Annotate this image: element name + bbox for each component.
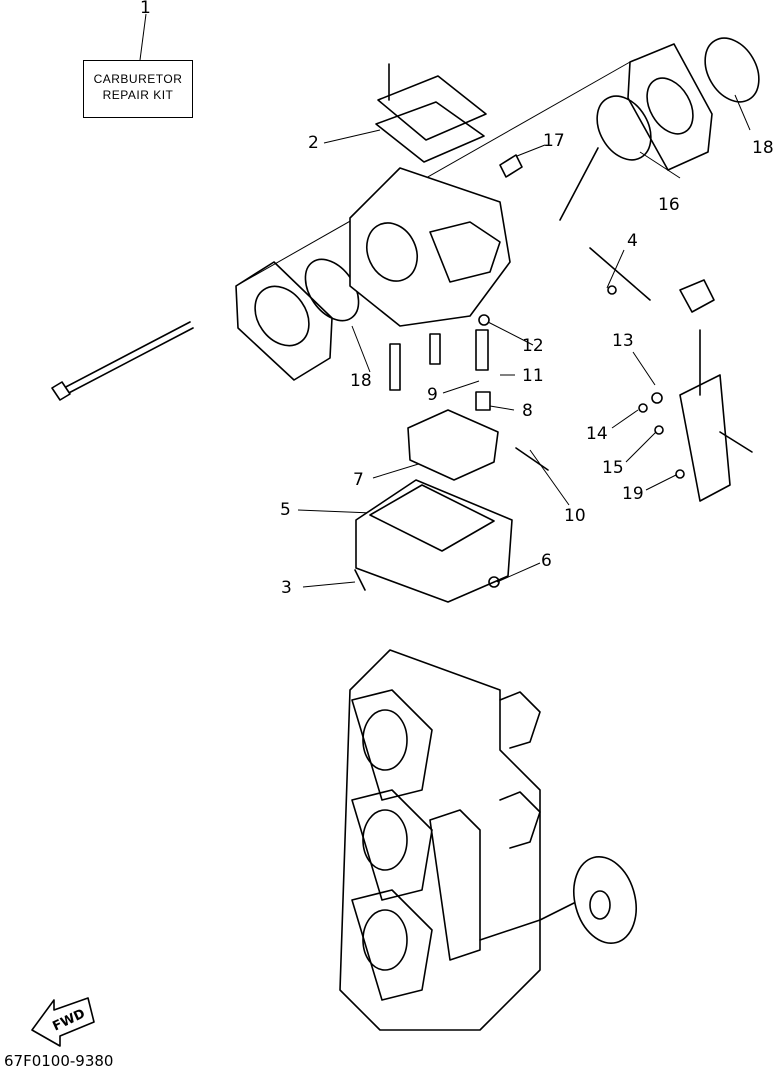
callout-13: 13 <box>612 331 634 351</box>
callout-18-left: 18 <box>350 371 372 391</box>
callout-2: 2 <box>308 133 319 153</box>
callout-5: 5 <box>280 500 291 520</box>
callout-16: 16 <box>658 195 680 215</box>
callout-14: 14 <box>586 424 608 444</box>
upper-assembly <box>51 37 760 603</box>
lower-assembly <box>339 649 637 1031</box>
callout-11: 11 <box>522 366 544 386</box>
callout-15: 15 <box>602 458 624 478</box>
callout-1: 1 <box>140 0 151 18</box>
callout-3: 3 <box>281 578 292 598</box>
leader-lines <box>139 13 751 588</box>
callout-19: 19 <box>622 484 644 504</box>
kit-label-line2: REPAIR KIT <box>102 88 174 102</box>
callout-17: 17 <box>543 131 565 151</box>
callout-7: 7 <box>353 470 364 490</box>
carburetor-repair-kit-label: CARBURETOR REPAIR KIT <box>83 60 193 118</box>
callout-12: 12 <box>522 336 544 356</box>
fwd-arrow-icon <box>31 997 95 1047</box>
callout-4: 4 <box>627 231 638 251</box>
kit-label-line1: CARBURETOR <box>93 72 183 86</box>
callout-18-right: 18 <box>752 138 774 158</box>
part-code: 67F0100-9380 <box>4 1052 114 1070</box>
callout-6: 6 <box>541 551 552 571</box>
callout-8: 8 <box>522 401 533 421</box>
callout-9: 9 <box>427 385 438 405</box>
callout-10: 10 <box>564 506 586 526</box>
